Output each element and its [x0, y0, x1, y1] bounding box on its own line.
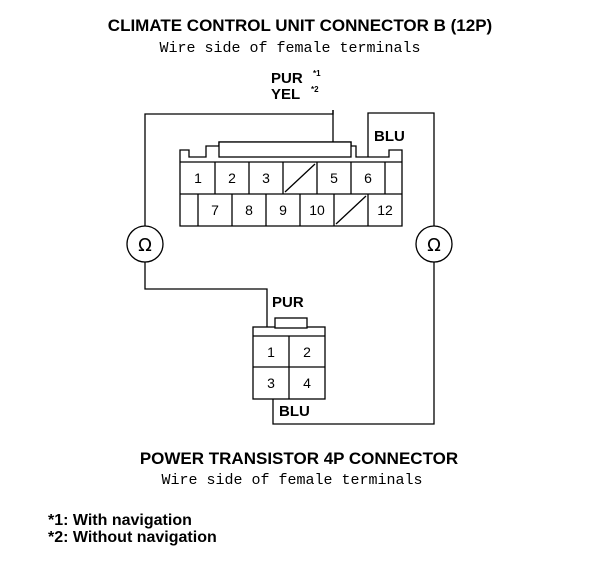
- connector-4p: 1 2 3 4: [252, 317, 326, 400]
- pin-7: 7: [211, 202, 219, 218]
- connector-b-lock: [218, 141, 352, 158]
- pin-4p-3: 3: [267, 375, 275, 391]
- footnote-ref-2: *2: [311, 85, 319, 94]
- ohm-icon: Ω: [138, 235, 152, 256]
- pin-12: 12: [377, 202, 393, 218]
- pin-1: 1: [194, 170, 202, 186]
- pin-9: 9: [279, 202, 287, 218]
- blank-cavity-4: [284, 163, 316, 193]
- connector-4p-lock: [274, 317, 308, 329]
- wire-label-pur-top: PUR: [271, 70, 303, 87]
- pin-4p-2: 2: [303, 344, 311, 360]
- blank-cavity-11: [335, 195, 367, 225]
- ohmmeter-left: Ω: [126, 225, 164, 263]
- note-2: *2: Without navigation: [48, 529, 217, 546]
- connector-b-subtitle: Wire side of female terminals: [159, 40, 420, 57]
- connector-b: 1 2 3 5 6 7 8 9 10 12: [179, 141, 403, 227]
- connector-4p-title: POWER TRANSISTOR 4P CONNECTOR: [140, 449, 458, 468]
- wire-label-yel: YEL: [271, 86, 300, 103]
- wire-label-blu-top: BLU: [374, 128, 405, 145]
- wire-label-pur-bottom: PUR: [272, 294, 304, 311]
- ohm-icon: Ω: [427, 235, 441, 256]
- pin-6: 6: [364, 170, 372, 186]
- pin-2: 2: [228, 170, 236, 186]
- note-1: *1: With navigation: [48, 512, 192, 529]
- wire-blu-4p: [272, 262, 435, 425]
- pin-8: 8: [245, 202, 253, 218]
- footnote-ref-1: *1: [313, 69, 321, 78]
- ohmmeter-right: Ω: [415, 225, 453, 263]
- wire-pur-4p: [144, 262, 268, 327]
- pin-5: 5: [330, 170, 338, 186]
- connector-b-top-dividers: [180, 161, 402, 194]
- wire-blu-cc: [367, 112, 435, 226]
- pin-10: 10: [309, 202, 325, 218]
- pin-3: 3: [262, 170, 270, 186]
- ohmmeter-right-circle: [415, 225, 453, 263]
- pin-4p-1: 1: [267, 344, 275, 360]
- wire-label-blu-bottom: BLU: [279, 403, 310, 420]
- ohmmeter-left-circle: [126, 225, 164, 263]
- wire-lines: [144, 110, 435, 425]
- connector-b-title: CLIMATE CONTROL UNIT CONNECTOR B (12P): [108, 16, 492, 35]
- pin-4p-4: 4: [303, 375, 311, 391]
- connector-4p-subtitle: Wire side of female terminals: [161, 472, 422, 489]
- connector-b-bottom-dividers: [197, 194, 369, 226]
